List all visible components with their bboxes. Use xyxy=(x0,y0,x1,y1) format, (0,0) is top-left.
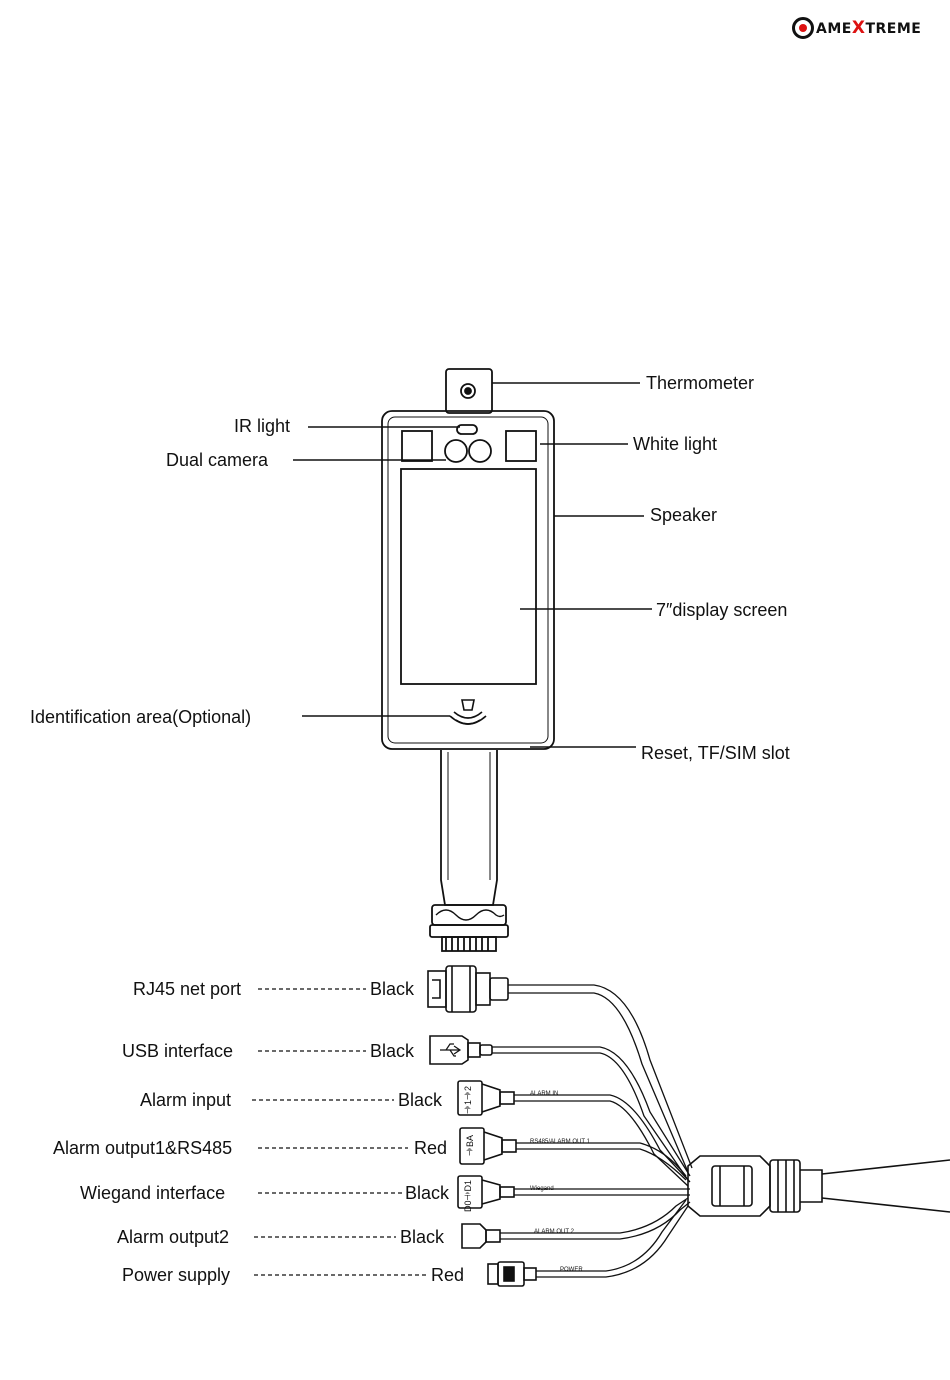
label-thermometer: Thermometer xyxy=(646,373,755,393)
mounting-nut xyxy=(431,904,507,926)
label-white-light: White light xyxy=(633,434,718,454)
alarm-input-connector xyxy=(457,1080,515,1116)
port-color-alarm-input: Black xyxy=(398,1090,443,1110)
usb-connector xyxy=(429,1035,493,1065)
rs485-pin-mark: ⏚BA xyxy=(465,1135,475,1157)
port-name-power: Power supply xyxy=(122,1265,231,1285)
port-name-rj45: RJ45 net port xyxy=(133,979,242,999)
label-speaker: Speaker xyxy=(650,505,718,525)
label-dual-camera: Dual camera xyxy=(166,450,269,470)
cable-tag-wiegand: Wiegand xyxy=(530,1186,554,1192)
nfc-icon xyxy=(449,699,487,725)
thermometer-module xyxy=(445,368,493,414)
alarm-input-pin-mark: ⏚1⏚2 xyxy=(463,1086,473,1115)
wiegand-connector xyxy=(457,1175,515,1209)
port-name-alarm-output2: Alarm output2 xyxy=(117,1227,230,1247)
logo-suffix: TREME xyxy=(865,21,922,37)
port-color-rj45: Black xyxy=(370,979,415,999)
ir-light-led xyxy=(456,424,478,435)
cable-tag-alarm-out2: ALARM OUT 2 xyxy=(534,1229,574,1235)
port-color-power: Red xyxy=(431,1265,465,1285)
brand-logo: AMEXTREME xyxy=(792,14,921,42)
logo-prefix: AME xyxy=(816,21,852,37)
cable-tag-power: POWER xyxy=(560,1267,583,1273)
label-ir-light: IR light xyxy=(234,416,291,436)
cable-junction xyxy=(687,1155,950,1217)
alarm-output1-connector xyxy=(459,1127,517,1165)
logo-x: X xyxy=(851,18,866,38)
display-screen xyxy=(400,468,537,685)
thermometer-sensor-icon xyxy=(460,383,476,399)
port-name-wiegand: Wiegand interface xyxy=(80,1183,226,1203)
port-name-alarm-output1: Alarm output1&RS485 xyxy=(53,1138,233,1158)
cable-tag-rs485: RS485/ALARM OUT 1 xyxy=(530,1139,590,1145)
label-reset-slot: Reset, TF/SIM slot xyxy=(641,743,790,763)
port-color-wiegand: Black xyxy=(405,1183,450,1203)
camera-lens-left xyxy=(444,439,468,463)
rj45-connector xyxy=(427,965,509,1013)
camera-lens-right xyxy=(468,439,492,463)
power-connector xyxy=(487,1261,537,1287)
ir-light-window xyxy=(401,430,433,462)
port-name-alarm-input: Alarm input xyxy=(140,1090,232,1110)
wiegand-pin-mark: D0⏚D1 xyxy=(463,1180,473,1213)
port-name-usb: USB interface xyxy=(122,1041,234,1061)
cable-bundle xyxy=(492,984,693,1278)
device-body xyxy=(381,410,555,750)
mounting-pole xyxy=(440,750,498,906)
logo-badge-icon xyxy=(792,17,814,39)
white-light-window xyxy=(505,430,537,462)
port-color-alarm-output2: Black xyxy=(400,1227,445,1247)
label-display-screen: 7″display screen xyxy=(656,600,788,620)
label-identification-area: Identification area(Optional) xyxy=(30,707,252,727)
cable-tag-alarm-in: ALARM IN xyxy=(530,1091,559,1097)
port-color-alarm-output1: Red xyxy=(414,1138,448,1158)
alarm-output2-connector xyxy=(461,1223,501,1249)
port-color-usb: Black xyxy=(370,1041,415,1061)
